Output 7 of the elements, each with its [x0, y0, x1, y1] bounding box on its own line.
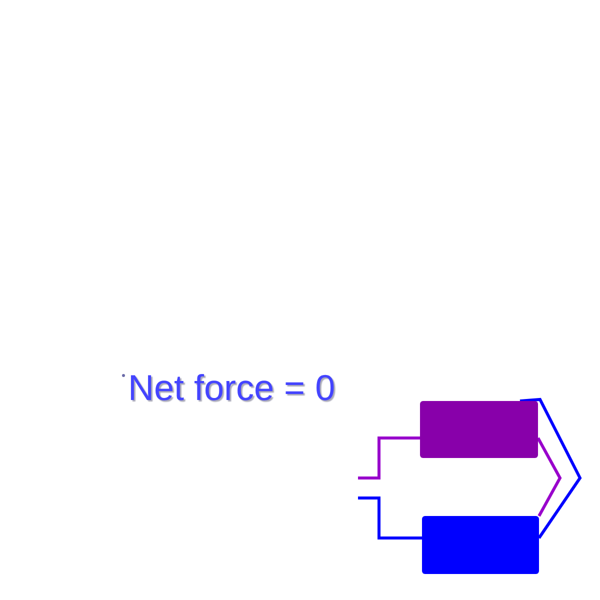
connector-line [358, 496, 422, 540]
connector-line [520, 398, 582, 539]
filled-block [422, 516, 539, 574]
connector-line [536, 437, 562, 517]
connector-line [358, 436, 420, 480]
caption-text: Net force = 0 [128, 370, 336, 406]
filled-block [420, 401, 538, 458]
